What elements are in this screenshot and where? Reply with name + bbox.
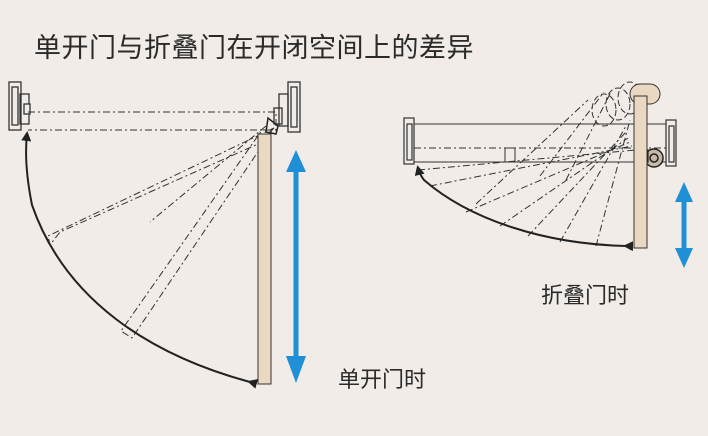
folding-right-frame-icon [665,119,677,167]
left-hinge-icon [265,116,279,135]
single-door-label: 单开门时 [338,368,427,393]
left-door-frame-icon [8,81,31,131]
folding-door-height-double-arrow-icon [675,182,693,268]
single-swing-arc-arrow-icon [21,131,259,389]
folding-left-frame-icon [403,117,415,165]
folding-door-diagram [403,81,693,268]
folding-swing-arc-arrow-icon [414,165,634,252]
single-door-height-double-arrow-icon [286,150,306,383]
single-door-diagram [8,81,306,389]
right-door-frame-icon [273,81,301,133]
folding-door-panel [633,95,648,249]
folding-door-label: 折叠门时 [541,284,630,309]
page-title: 单开门与折叠门在开闭空间上的差异 [34,33,474,64]
single-door-panel [257,133,272,385]
